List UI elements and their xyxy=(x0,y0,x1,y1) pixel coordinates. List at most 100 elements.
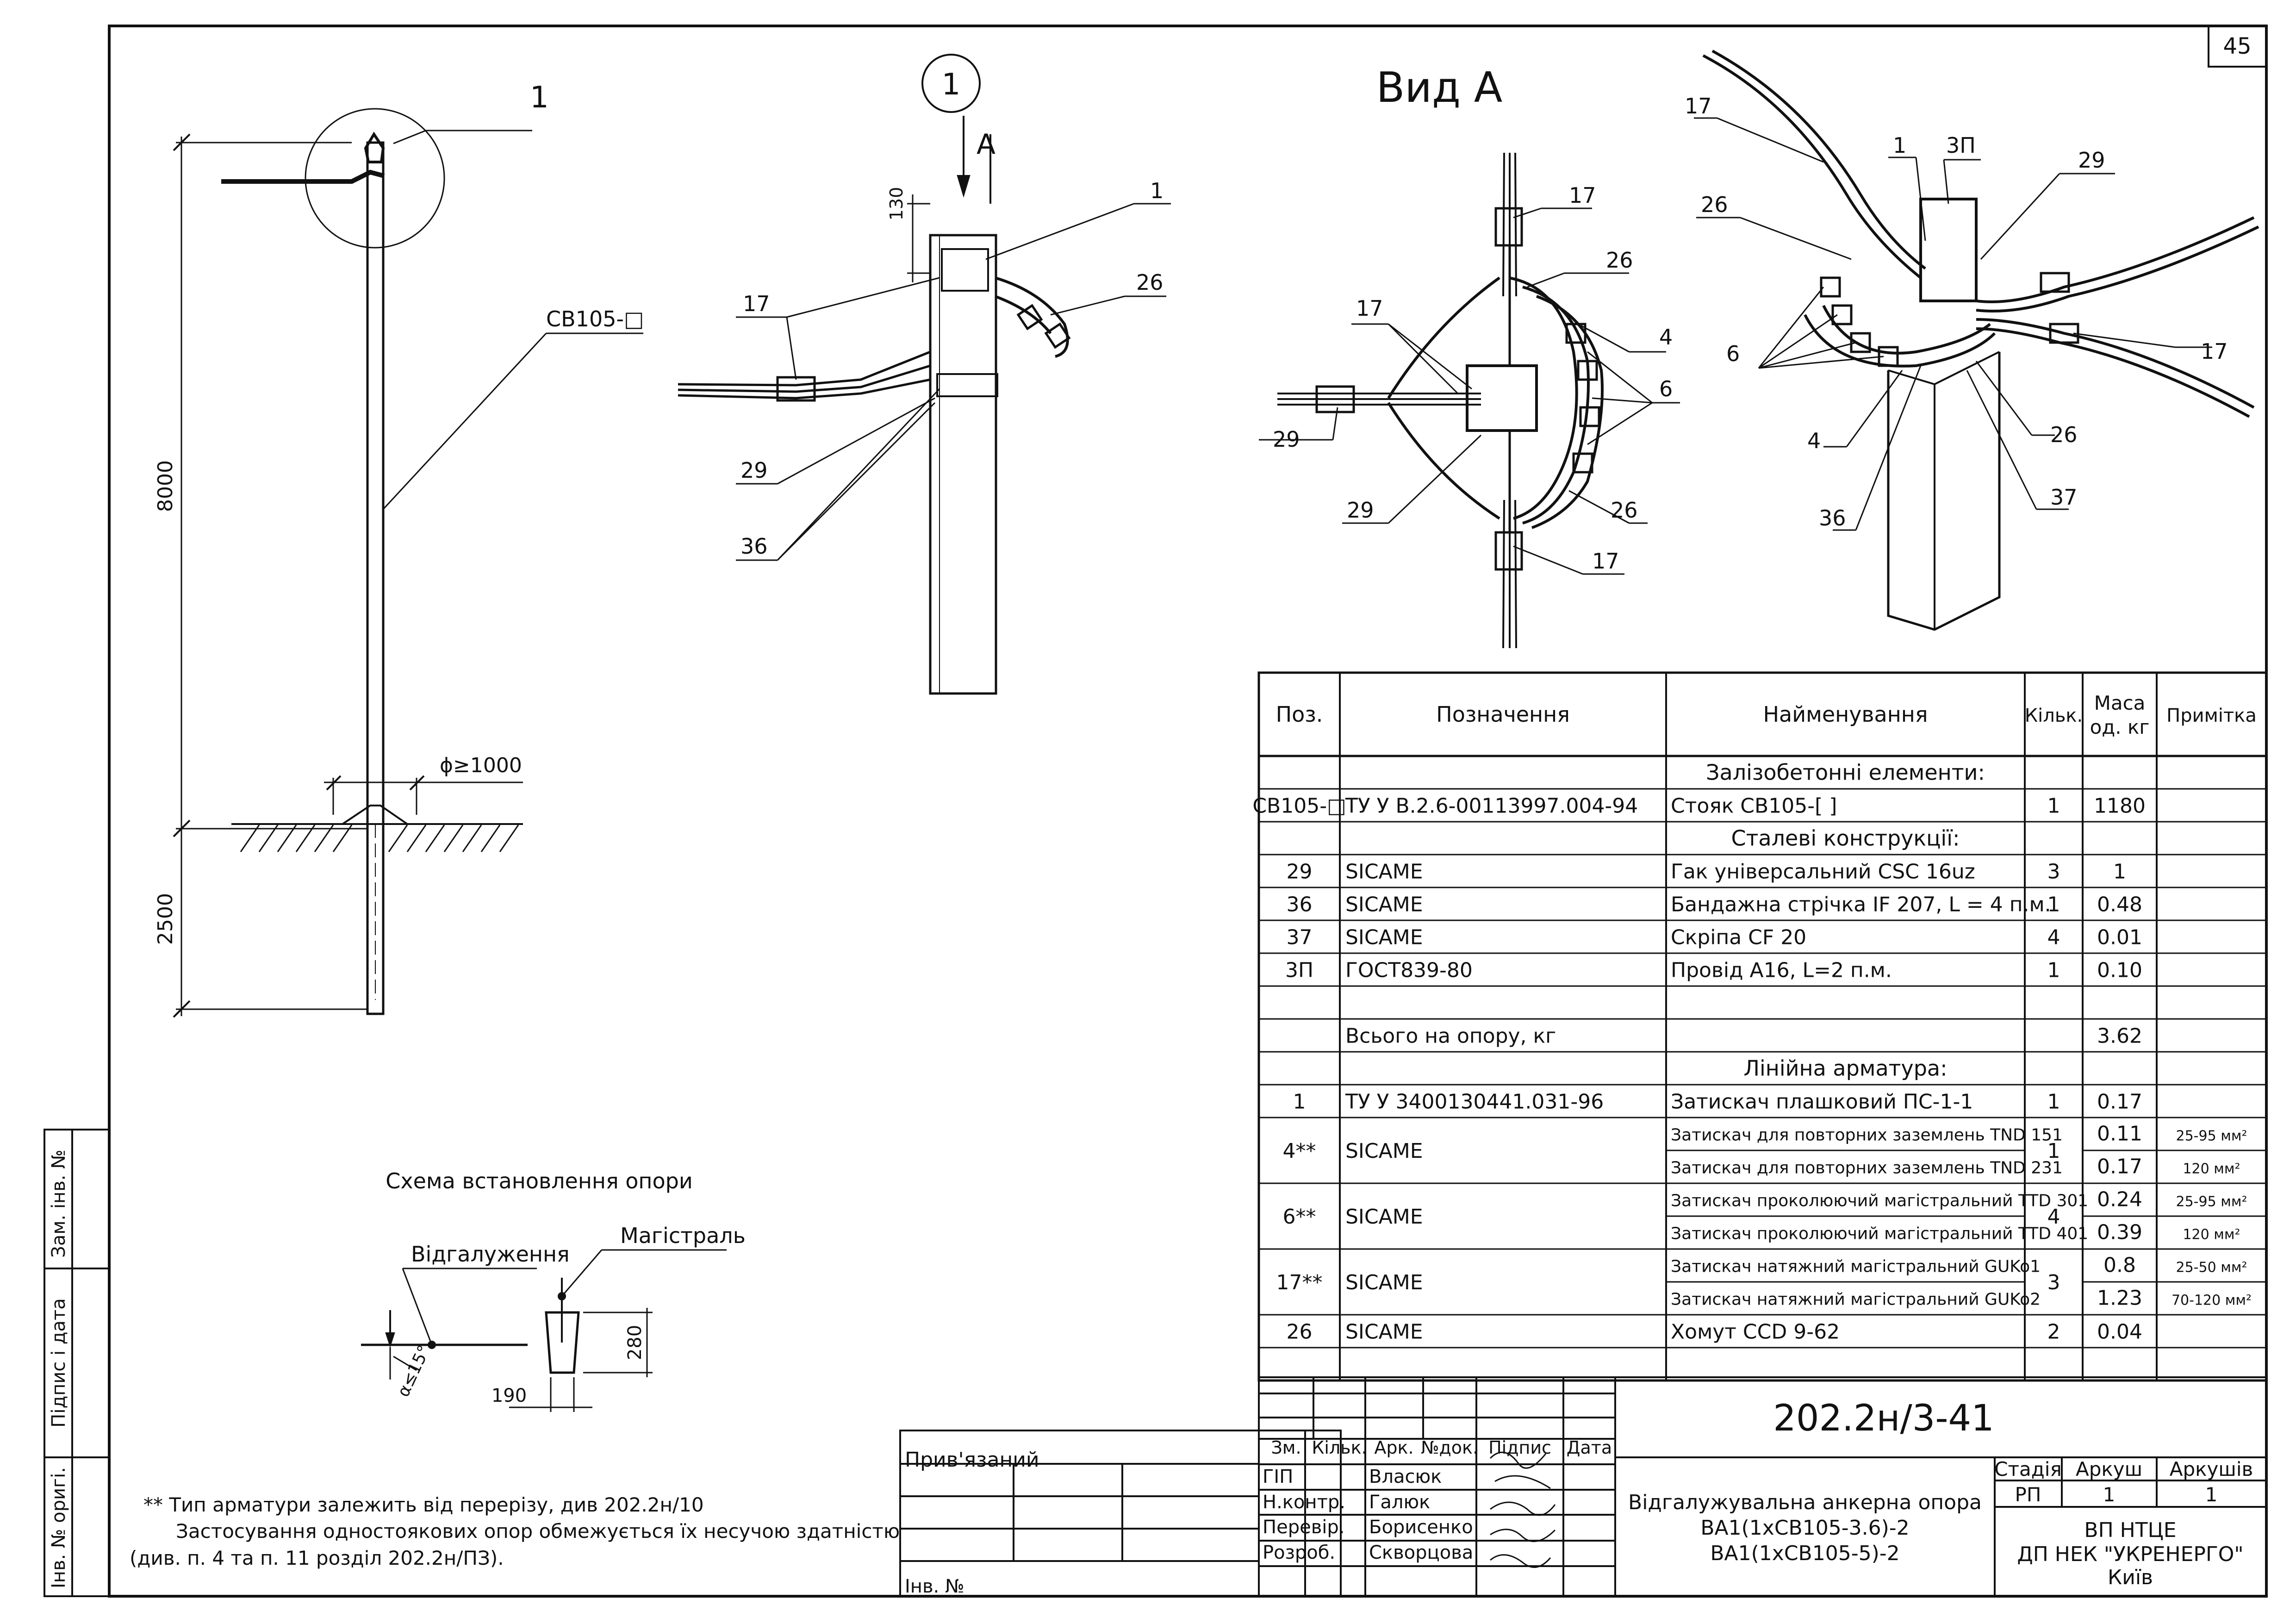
td-pos: 36 xyxy=(1287,893,1313,917)
td-qty: 1 xyxy=(2047,794,2060,818)
th-designation: Позначення xyxy=(1436,702,1570,727)
td-mass: 0.17 xyxy=(2097,1090,2142,1114)
td-name: Гак універсальний CSC 16uz xyxy=(1671,860,1975,884)
th-qty: Кільк. xyxy=(2025,705,2083,726)
tb-attached: Прив'язаний xyxy=(905,1448,1039,1472)
footnote-line-2: Застосування одностоякових опор обмежуєт… xyxy=(176,1520,900,1543)
view-a-callout-6: 6 xyxy=(1659,376,1673,401)
tb-org-1: ВП НТЦЕ xyxy=(2084,1518,2176,1542)
td-name: Затискач проколюючий магістральний TTD 4… xyxy=(1671,1224,2088,1243)
td-designation: SICAME xyxy=(1345,1205,1423,1229)
td-designation: SICAME xyxy=(1345,1271,1423,1294)
tb-col-2: Арк. xyxy=(1374,1437,1413,1458)
td-pos: 4** xyxy=(1283,1139,1316,1163)
iso-callout-37: 37 xyxy=(2050,485,2078,510)
td-mass: 0.04 xyxy=(2097,1320,2142,1344)
tb-col-5: Дата xyxy=(1567,1437,1612,1458)
dim-8000: 8000 xyxy=(154,460,177,512)
td-name: Стояк СВ105-[ ] xyxy=(1671,794,1837,818)
tb-object-line-3: ВА1(1хСВ105-5)-2 xyxy=(1710,1542,1899,1565)
td-name: Затискач натяжний магістральний GUKo1 xyxy=(1671,1257,2041,1276)
td-name: Хомут CCD 9-62 xyxy=(1671,1320,1840,1344)
side-callout-26: 26 xyxy=(1136,270,1164,295)
dim-190: 190 xyxy=(492,1385,527,1406)
side-stamp xyxy=(44,1129,110,1597)
th-note: Примітка xyxy=(2166,705,2257,726)
dim-130: 130 xyxy=(886,187,907,221)
iso-callout-17-top: 17 xyxy=(1685,94,1712,119)
iso-callout-4: 4 xyxy=(1807,428,1821,453)
tb-role-1: Н.контр. xyxy=(1263,1492,1345,1513)
isometric-detail xyxy=(1694,50,2259,631)
footnote-line-3: (див. п. 4 та п. 11 розділ 202.2н/ПЗ). xyxy=(130,1547,504,1569)
td-mass: 3.62 xyxy=(2097,1024,2142,1048)
td-mass: 0.01 xyxy=(2097,926,2142,949)
td-section: Залізобетонні елементи: xyxy=(1706,760,1985,785)
stamp-replace-inv: Зам. інв. № xyxy=(48,1149,69,1258)
td-pos: СВ105-□ xyxy=(1252,794,1346,818)
view-a-callout-29-bottom: 29 xyxy=(1347,498,1374,523)
view-a-detail xyxy=(1259,152,1680,649)
td-mass: 1 xyxy=(2113,860,2126,884)
td-section: Сталеві конструкції: xyxy=(1731,826,1960,851)
stamp-inv-orig: Інв. № оригі. xyxy=(48,1467,69,1588)
td-mass: 0.11 xyxy=(2097,1122,2142,1146)
sheet-number: 45 xyxy=(2223,33,2251,59)
td-note: 25-95 мм² xyxy=(2176,1194,2247,1210)
td-designation: ГОСТ839-80 xyxy=(1345,959,1473,982)
td-qty: 1 xyxy=(2047,959,2060,982)
td-note: 120 мм² xyxy=(2183,1161,2240,1177)
td-pos: 26 xyxy=(1287,1320,1313,1344)
th-mass-1: Маса xyxy=(2094,692,2146,714)
td-designation: SICAME xyxy=(1345,893,1423,917)
td-section: Лінійна арматура: xyxy=(1743,1056,1947,1081)
td-mass: 0.8 xyxy=(2103,1254,2136,1277)
callout-1-general: 1 xyxy=(530,81,549,115)
tb-sheets-h: Аркушів xyxy=(2170,1458,2253,1480)
tb-inv-no: Інв. № xyxy=(905,1576,964,1597)
td-qty: 4 xyxy=(2047,1205,2060,1229)
iso-callout-26-top: 26 xyxy=(1701,192,1728,217)
iso-callout-6: 6 xyxy=(1726,341,1740,366)
td-qty: 3 xyxy=(2047,860,2060,884)
td-mass: 0.17 xyxy=(2097,1155,2142,1179)
side-callout-29: 29 xyxy=(740,458,768,483)
tb-sheet-v: 1 xyxy=(2103,1483,2116,1506)
td-designation: Всього на опору, кг xyxy=(1345,1024,1556,1048)
title-block xyxy=(899,1376,2267,1597)
td-note: 70-120 мм² xyxy=(2172,1293,2252,1309)
tb-object-line-1: Відгалужувальна анкерна опора xyxy=(1628,1491,1982,1514)
dim-2500: 2500 xyxy=(154,893,177,945)
view-a-callout-4: 4 xyxy=(1659,325,1673,350)
iso-callout-17-right: 17 xyxy=(2201,339,2228,364)
tb-name-3: Скворцова xyxy=(1369,1542,1473,1563)
td-mass: 1180 xyxy=(2094,794,2146,818)
iso-callout-26-bottom: 26 xyxy=(2050,422,2078,447)
pole-label: СВ105-□ xyxy=(546,306,644,331)
td-designation: SICAME xyxy=(1345,1320,1423,1344)
tb-role-3: Розроб. xyxy=(1263,1542,1335,1563)
td-designation: SICAME xyxy=(1345,1139,1423,1163)
side-callout-17: 17 xyxy=(743,291,770,316)
tb-sheets-v: 1 xyxy=(2205,1483,2218,1506)
td-qty: 1 xyxy=(2047,893,2060,917)
tb-col-3: №док. xyxy=(1421,1437,1478,1458)
td-name: Затискач для повторних заземлень TND 151 xyxy=(1671,1126,2063,1145)
view-a-title: Вид А xyxy=(1376,63,1503,112)
stamp-sign-date: Підпис і дата xyxy=(48,1298,69,1428)
view-a-callout-26-bottom: 26 xyxy=(1611,498,1638,523)
tb-role-0: ГІП xyxy=(1263,1466,1293,1487)
td-qty: 1 xyxy=(2047,1139,2060,1163)
td-pos: 1 xyxy=(1293,1090,1306,1114)
td-mass: 0.10 xyxy=(2097,959,2142,982)
td-pos: 6** xyxy=(1283,1205,1316,1229)
iso-callout-29: 29 xyxy=(2078,148,2105,173)
scheme-title: Схема встановлення опори xyxy=(386,1168,692,1193)
td-name: Затискач натяжний магістральний GUKo2 xyxy=(1671,1290,2041,1309)
view-a-callout-17-bottom: 17 xyxy=(1592,549,1619,574)
side-callout-1: 1 xyxy=(1150,178,1164,203)
td-name: Затискач для повторних заземлень TND 231 xyxy=(1671,1159,2063,1178)
